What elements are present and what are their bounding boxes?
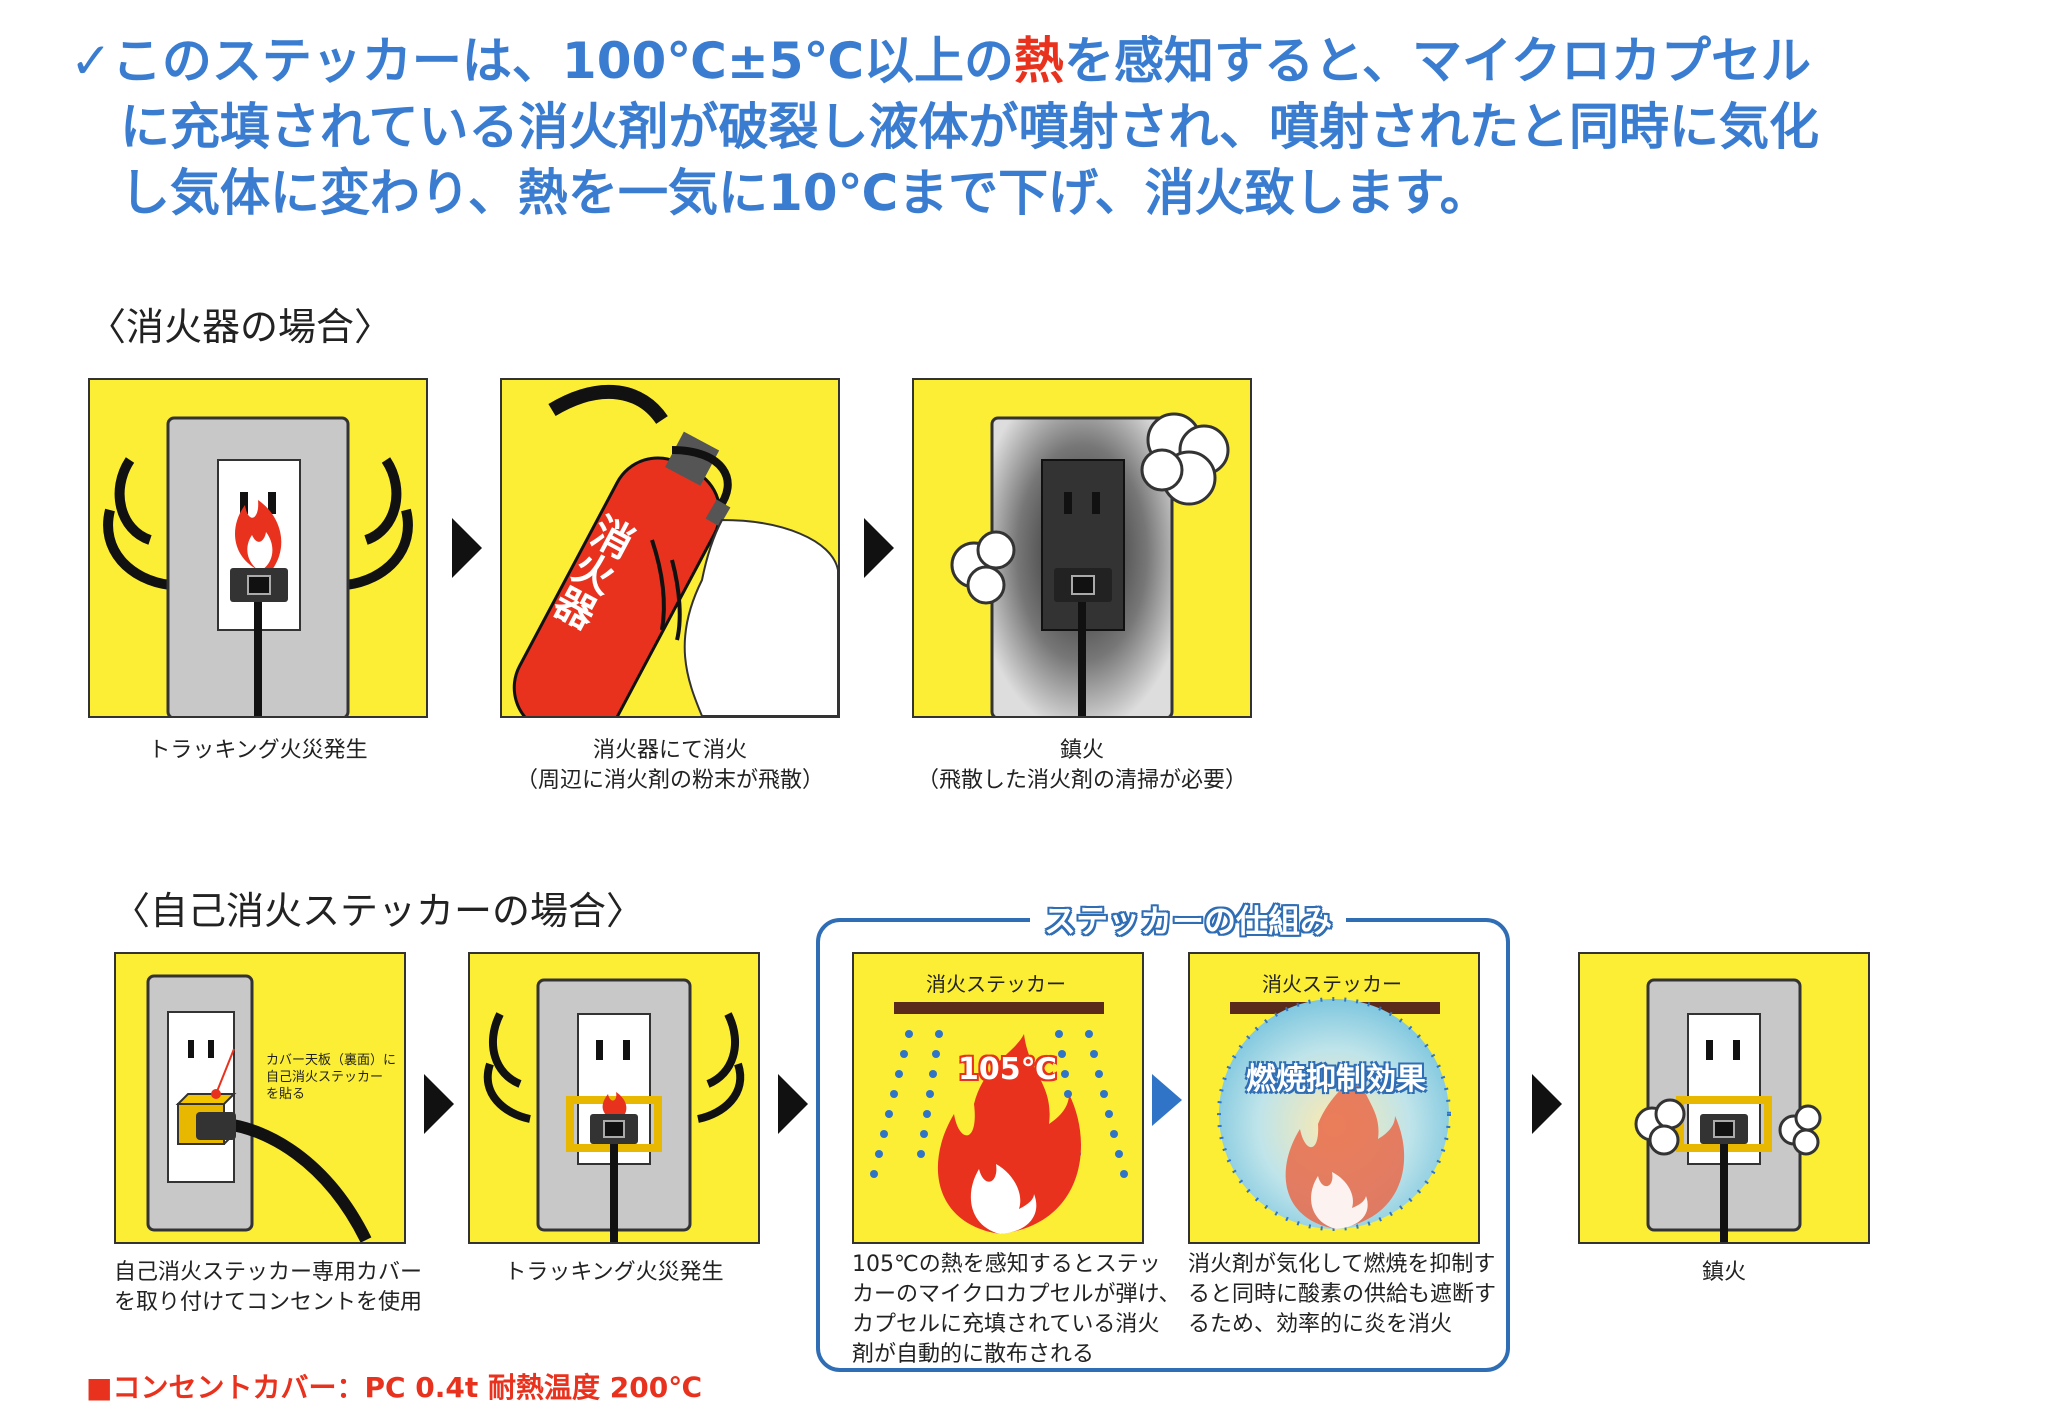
section2-title: 〈自己消火ステッカーの場合〉: [112, 889, 645, 933]
footer-spec: ■コンセントカバー：PC 0.4t 耐熱温度 200℃: [86, 1371, 703, 1404]
arrow-right-icon: [778, 1074, 808, 1134]
arrow-right-icon: [424, 1074, 454, 1134]
panel-extinguished: [912, 378, 1252, 718]
suppression-illustration: [1217, 997, 1451, 1231]
sticker-label: 消火ステッカー: [1262, 972, 1402, 996]
section1-title: 〈消火器の場合〉: [88, 305, 393, 349]
arrow-right-icon: [864, 518, 894, 578]
step3-caption-2: （飛散した消火剤の清掃が必要）: [916, 768, 1247, 793]
smoke-cloud-icon: [1634, 1098, 1822, 1156]
step3-caption-1: 鎮火: [1059, 738, 1104, 763]
stepD-caption: 消火剤が気化して燃焼を抑制す ると同時に酸素の供給も遮断す るため、効率的に炎を…: [1188, 1252, 1497, 1337]
step2-caption-2: （周辺に消火剤の粉末が飛散）: [515, 768, 824, 793]
capsule-burst-illustration: [870, 1002, 1128, 1234]
panel-capsule-burst: 消火ステッカー 105℃: [852, 952, 1144, 1244]
panel-sticker-cover: カバー天板（裏面）に 自己消火ステッカー を貼る: [114, 952, 406, 1244]
outlet-fire-illustration: [103, 416, 413, 716]
outlet-soot-illustration: [950, 412, 1230, 716]
sticker-label: 消火ステッカー: [926, 972, 1066, 996]
arrow-right-icon: [452, 518, 482, 578]
stepB-caption: トラッキング火災発生: [504, 1260, 724, 1285]
outlet-fire-cover-illustration: [483, 978, 745, 1242]
panel-sticker-fire: [468, 952, 760, 1244]
panel-suppression: 消火ステッカー 燃焼抑制効果: [1188, 952, 1480, 1244]
heat-word: 熱: [1014, 32, 1065, 90]
arrow-right-icon: [1152, 1074, 1182, 1126]
headline-line-2: に充填されている消火剤が破裂し液体が噴射され、噴射されたと同時に気化: [120, 98, 1819, 156]
extinguisher-icon: [512, 384, 838, 716]
outlet-cover-illustration: [146, 974, 372, 1242]
outlet-extinguished-illustration: [1634, 978, 1822, 1242]
headline: ✓このステッカーは、100℃±5℃以上の熱を感知すると、マイクロカプセル に充填…: [70, 28, 2050, 226]
mechanism-title: ステッカーの仕組み: [1030, 896, 1347, 942]
panel-extinguisher: 消火器: [500, 378, 840, 718]
stepC-caption: 105℃の熱を感知するとステッ カーのマイクロカプセルが弾け、 カプセルに充填さ…: [852, 1252, 1181, 1367]
panel-tracking-fire: [88, 378, 428, 718]
temperature-label: 105℃: [958, 1052, 1057, 1087]
arrow-right-icon: [1532, 1074, 1562, 1134]
smoke-cloud-icon: [950, 412, 1230, 605]
step2-caption-1: 消火器にて消火: [592, 738, 747, 763]
effect-label: 燃焼抑制効果: [1246, 1062, 1426, 1097]
panel-sticker-extinguished: [1578, 952, 1870, 1244]
headline-line-3: し気体に変わり、熱を一気に10℃まで下げ、消火致します。: [120, 164, 1490, 222]
headline-line-1: ✓このステッカーは、100℃±5℃以上の熱を感知すると、マイクロカプセル: [70, 32, 1812, 90]
step1-caption: トラッキング火災発生: [148, 738, 368, 763]
stepE-caption: 鎮火: [1701, 1260, 1746, 1285]
check-icon: ✓: [70, 32, 112, 90]
stepA-caption: 自己消火ステッカー専用カバー を取り付けてコンセントを使用: [114, 1260, 423, 1315]
sticker-callout: カバー天板（裏面）に 自己消火ステッカー を貼る: [266, 1053, 397, 1102]
